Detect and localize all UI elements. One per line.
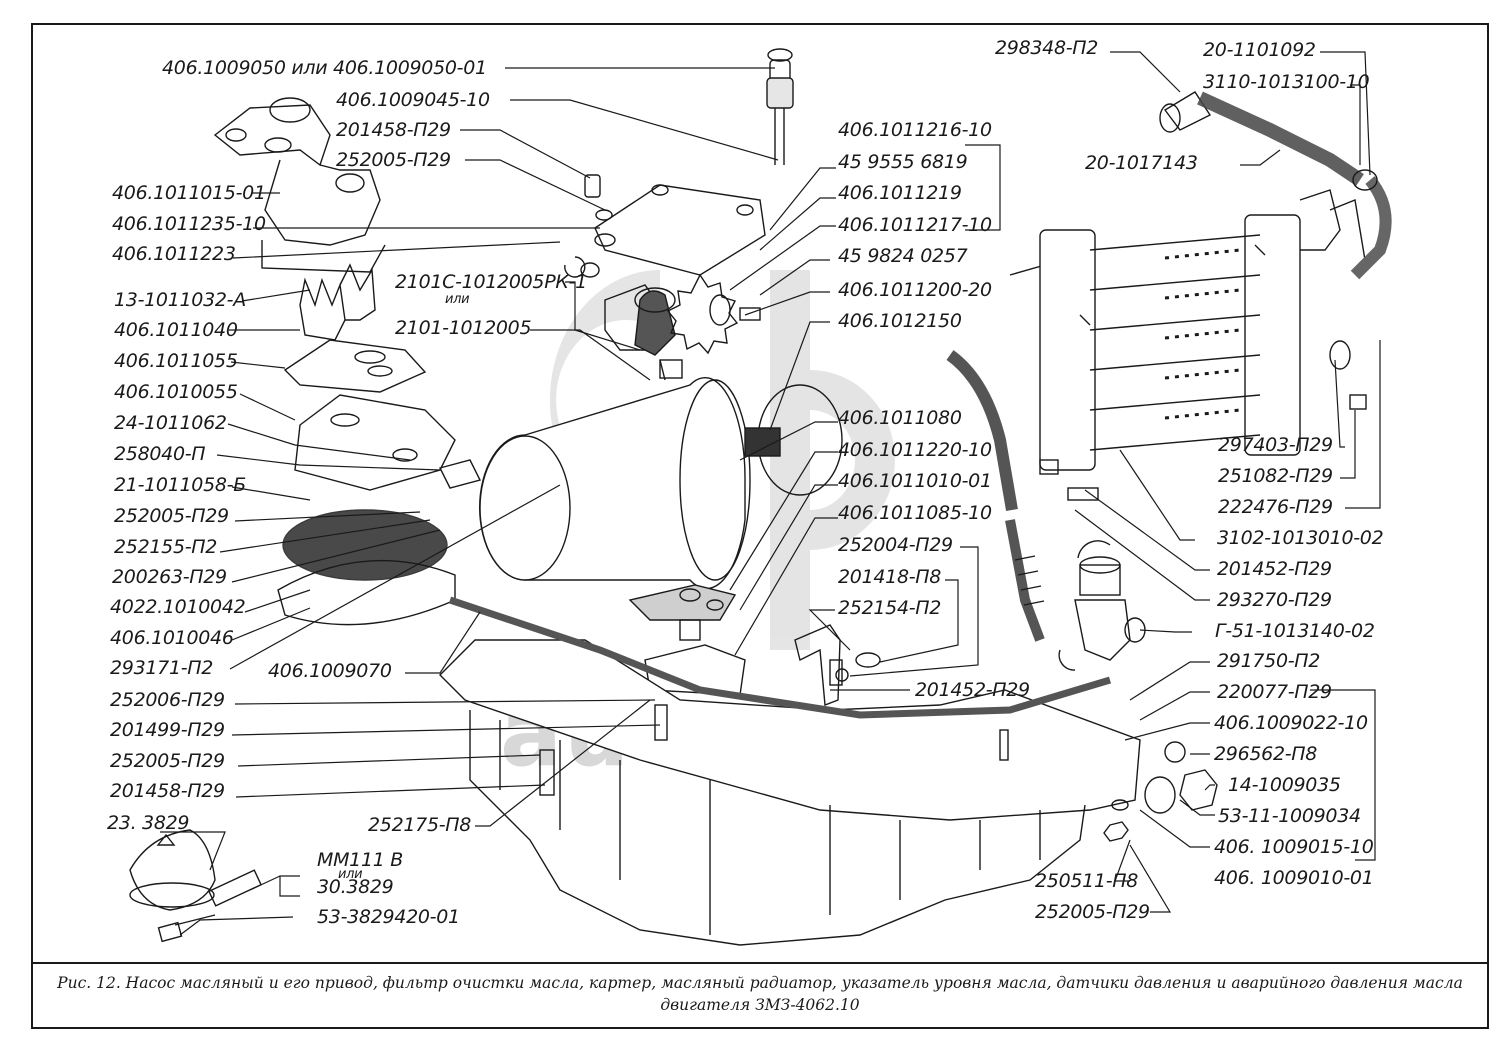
cooler-hose-part	[1159, 91, 1392, 280]
part-label: 3110-1013100-10	[1203, 71, 1370, 93]
part-label: 45 9555 6819	[838, 151, 968, 173]
part-label: 23. 3829	[107, 812, 190, 834]
oil-line-part	[946, 350, 1099, 642]
part-label: 406.1011055	[114, 350, 238, 372]
part-label: 53-11-1009034	[1218, 805, 1361, 827]
part-label: 251082-П29	[1218, 465, 1333, 487]
part-label: 21-1011058-Б	[114, 474, 246, 496]
caption-line-1: Рис. 12. Насос масляный и его привод, фи…	[57, 974, 1463, 992]
part-label: 24-1011062	[114, 412, 227, 434]
oil-filter-part	[479, 377, 843, 696]
figure-frame	[31, 23, 1489, 1029]
part-label: 406.1011217-10	[838, 214, 992, 236]
part-label: 406.1011085-10	[838, 502, 992, 524]
part-label: 201458-П29	[336, 119, 451, 141]
part-label: 406.1011040	[114, 319, 238, 341]
part-label: 406.1011080	[838, 407, 962, 429]
drive-gear-part	[604, 273, 761, 381]
part-label: 3102-1013010-02	[1217, 527, 1384, 549]
part-label: 406. 1009015-10	[1214, 836, 1374, 858]
part-label: 406.1011200-20	[838, 279, 992, 301]
part-label: 252005-П29	[110, 750, 225, 772]
part-label: 406.1011015-01	[112, 182, 266, 204]
part-label: 45 9824 0257	[838, 245, 968, 267]
part-label: 296562-П8	[1214, 743, 1318, 765]
drive-cover-part	[564, 174, 766, 278]
part-label-or: или	[445, 292, 470, 307]
part-label: 252006-П29	[110, 689, 225, 711]
part-label: 252005-П29	[114, 505, 229, 527]
part-label: 250511-П8	[1035, 870, 1139, 892]
part-label: 252004-П29	[838, 534, 953, 556]
part-label: 201418-П8	[838, 566, 942, 588]
part-label: 252005-П29	[1035, 901, 1150, 923]
part-label: 406.1011220-10	[838, 439, 992, 461]
part-label: 406.1009070	[268, 660, 392, 682]
part-label: 4022.1010042	[110, 596, 246, 618]
part-label: 14-1009035	[1228, 774, 1341, 796]
leader-lines	[160, 51, 1381, 936]
part-label: 406.1009022-10	[1214, 712, 1368, 734]
part-label: 53-3829420-01	[317, 906, 460, 928]
oil-cooler-part	[1009, 189, 1367, 471]
part-label: 406.1011223	[112, 243, 236, 265]
part-label: 201499-П29	[110, 719, 225, 741]
part-label: 252155-П2	[114, 536, 218, 558]
bracket-part	[794, 624, 881, 706]
part-label: 406.1011235-10	[112, 213, 266, 235]
oil-pan-part	[439, 596, 1141, 946]
part-label: 2101-1012005	[395, 317, 532, 339]
pressure-sensors-part	[129, 829, 262, 943]
part-label: 30.3829	[317, 876, 394, 898]
part-label-or: или	[338, 867, 363, 882]
part-label: 406.1011010-01	[838, 470, 992, 492]
part-label: 222476-П29	[1218, 496, 1333, 518]
part-label: 200263-П29	[112, 566, 227, 588]
part-label: 258040-П	[114, 443, 206, 465]
part-label: 406.1011216-10	[838, 119, 992, 141]
part-label: 406.1009050 или 406.1009050-01	[162, 57, 487, 79]
part-label: 252005-П29	[336, 149, 451, 171]
part-label: 291750-П2	[1217, 650, 1321, 672]
part-label: 298348-П2	[995, 37, 1099, 59]
part-label: 293270-П29	[1217, 589, 1332, 611]
part-label: 293171-П2	[110, 657, 214, 679]
part-label: 2101С-1012005РК-1	[395, 271, 587, 293]
part-label: 201458-П29	[110, 780, 225, 802]
part-label: 20-1017143	[1085, 152, 1198, 174]
part-label: 201452-П29	[915, 679, 1030, 701]
part-label: ММ111 В	[317, 849, 404, 871]
cooler-valve-part	[1058, 540, 1146, 671]
part-label: 252175-П8	[368, 814, 472, 836]
part-label: 406.1011219	[838, 182, 962, 204]
part-label: 20-1101092	[1203, 39, 1316, 61]
part-label: 297403-П29	[1218, 434, 1333, 456]
dipstick-part	[766, 48, 794, 165]
part-label: 252154-П2	[838, 597, 942, 619]
part-label: 13-1011032-А	[114, 289, 246, 311]
part-label: 220077-П29	[1217, 681, 1332, 703]
drain-plug-part	[1103, 741, 1218, 842]
part-label: 406.1010055	[114, 381, 238, 403]
part-label: Г-51-1013140-02	[1215, 620, 1375, 642]
caption-line-2: двигателя ЗМЗ-4062.10	[660, 996, 860, 1014]
part-label: 406.1009045-10	[336, 89, 490, 111]
part-label: 201452-П29	[1217, 558, 1332, 580]
figure-caption: Рис. 12. Насос масляный и его привод, фи…	[40, 972, 1480, 1016]
oil-pump-part	[213, 97, 546, 626]
part-label: 406.1010046	[110, 627, 234, 649]
part-label: 406. 1009010-01	[1214, 867, 1374, 889]
part-label: 406.1012150	[838, 310, 962, 332]
caption-divider	[31, 962, 1489, 964]
